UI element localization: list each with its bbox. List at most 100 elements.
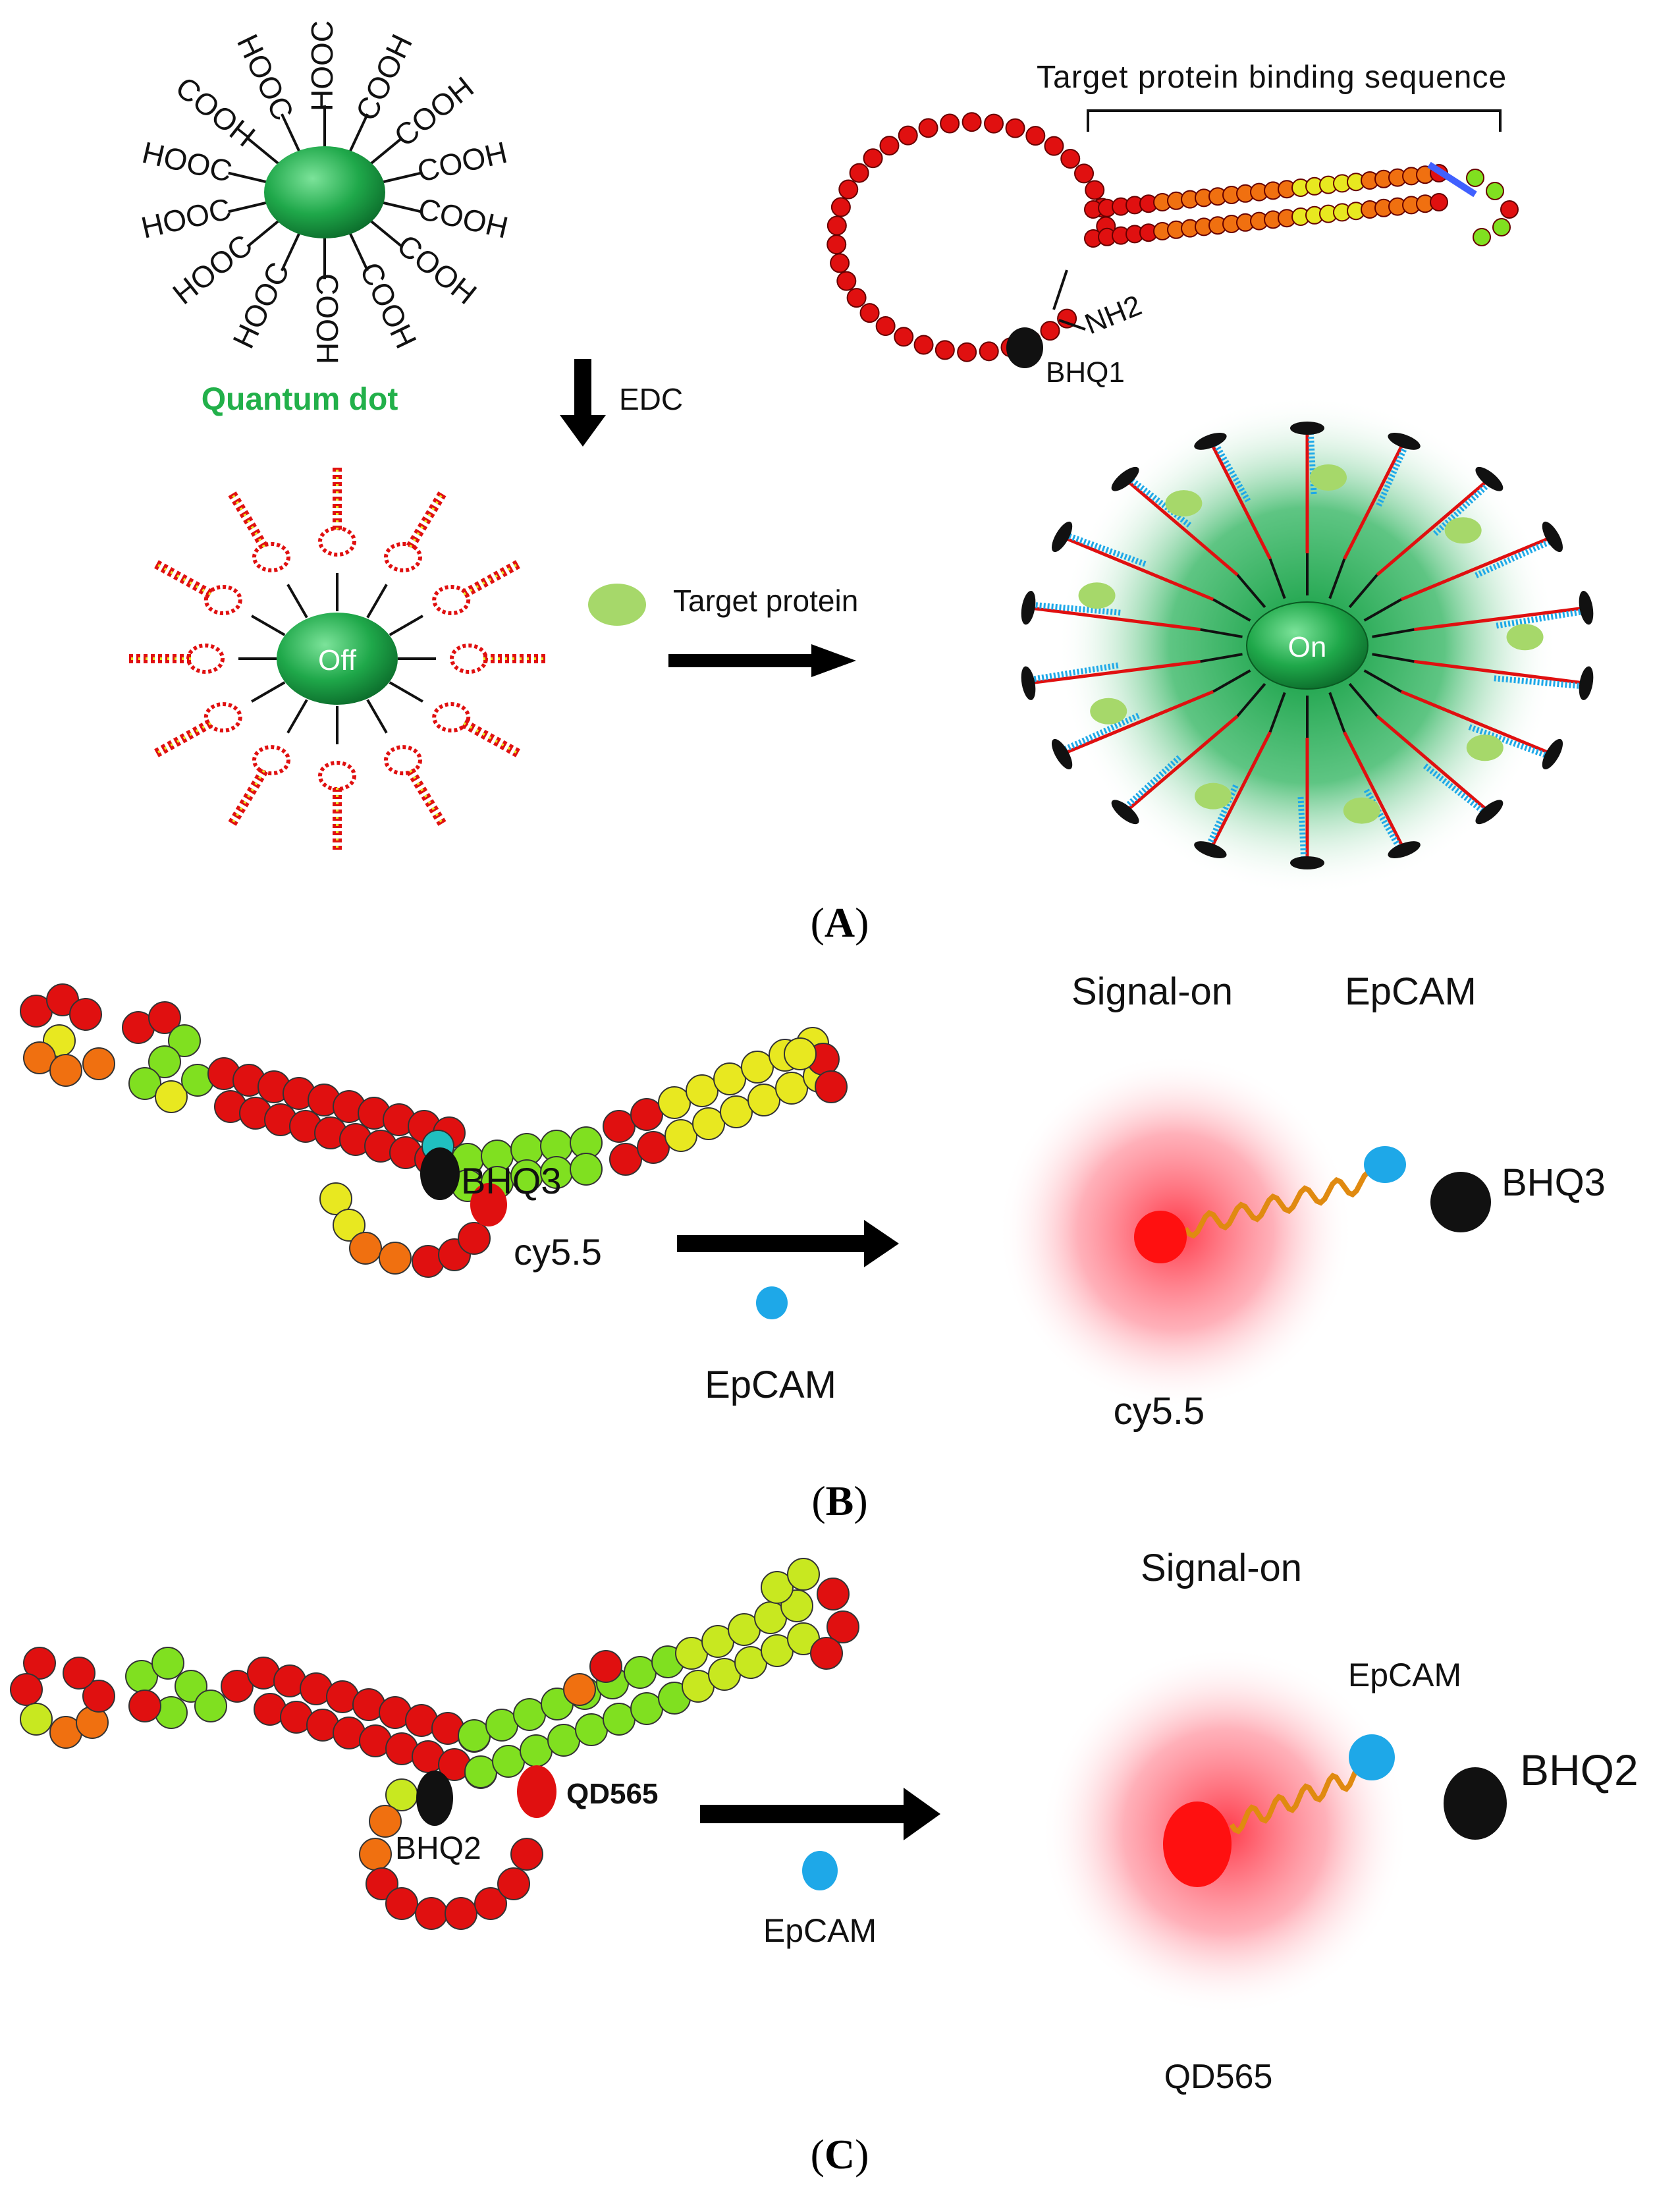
nucleotide-bead <box>830 197 851 217</box>
off-aptamer-pairs <box>409 492 444 548</box>
on-bond <box>1328 558 1346 599</box>
nucleotide-bead <box>826 1610 859 1643</box>
on-bond <box>1212 669 1251 693</box>
qd565-fluorophore-right <box>1163 1801 1232 1887</box>
on-bond <box>1268 692 1286 733</box>
off-aptamer-stem <box>228 768 268 827</box>
epcam-right-label-c: EpCAM <box>1348 1657 1461 1693</box>
nucleotide-bead <box>826 215 847 236</box>
nucleotide-bead <box>128 1067 161 1100</box>
carboxyl-bond <box>281 113 301 153</box>
on-aptamer-strand <box>1028 659 1201 685</box>
epcam-icon-c <box>802 1851 838 1890</box>
on-bond <box>1372 653 1415 663</box>
off-aptamer-pairs <box>409 769 444 825</box>
caption-c: (C) <box>811 2131 869 2178</box>
bound-target-protein <box>1506 624 1544 651</box>
off-aptamer-stem <box>406 768 447 827</box>
on-binding-sequence <box>1120 755 1181 812</box>
on-binding-sequence <box>1468 724 1552 760</box>
nucleotide-bead <box>935 340 955 360</box>
nucleotide-bead <box>458 1719 491 1752</box>
on-bond <box>1236 682 1266 717</box>
on-binding-sequence <box>1028 601 1121 616</box>
bhq3-quencher-right <box>1430 1172 1491 1232</box>
on-quencher-cap <box>1194 841 1227 859</box>
nucleotide-bead <box>630 1098 663 1131</box>
bound-target-protein <box>1165 490 1203 517</box>
linker-wave-b <box>1183 1169 1379 1239</box>
nucleotide-bead <box>637 1131 670 1164</box>
on-bond <box>1363 669 1402 693</box>
nucleotide-bead <box>547 1724 580 1757</box>
on-quencher-cap <box>1290 422 1324 435</box>
binding-sequence-bracket <box>1087 109 1502 132</box>
nucleotide-bead <box>962 112 982 132</box>
on-bond <box>1328 692 1346 733</box>
bhq2-label: BHQ2 <box>395 1831 481 1866</box>
caption-b: (B) <box>811 1477 867 1524</box>
nucleotide-bead <box>692 1107 725 1140</box>
on-binding-sequence <box>1125 474 1192 528</box>
qd565-fluorophore <box>517 1765 556 1818</box>
nucleotide-bead <box>1500 200 1519 219</box>
carboxyl-label: COOH <box>414 135 510 188</box>
bound-target-protein <box>1343 797 1380 824</box>
nucleotide-bead <box>474 1887 507 1920</box>
off-bond <box>366 699 388 734</box>
caption-a: (A) <box>811 899 869 946</box>
on-binding-sequence <box>1059 713 1140 754</box>
nucleotide-bead <box>333 1209 366 1242</box>
on-aptamer-strand <box>1343 440 1406 560</box>
bhq1-label: BHQ1 <box>1046 356 1125 389</box>
nucleotide-bead <box>957 342 977 362</box>
nucleotide-bead <box>464 1755 497 1788</box>
on-quencher-cap <box>1579 591 1594 625</box>
target-protein-arrow: Target protein <box>588 584 858 677</box>
nucleotide-bead <box>875 316 896 337</box>
on-quencher-cap <box>1290 856 1324 869</box>
nucleotide-bead <box>913 335 934 355</box>
nucleotide-bead <box>1074 163 1095 184</box>
nucleotide-bead <box>624 1656 657 1689</box>
bhq2-quencher <box>416 1771 453 1826</box>
nucleotide-bead <box>984 113 1004 134</box>
epcam-icon-b <box>756 1286 788 1319</box>
nucleotide-bead <box>10 1673 43 1706</box>
nucleotide-bead <box>570 1153 603 1186</box>
cy55-fluorophore-right <box>1134 1211 1187 1263</box>
nucleotide-bead <box>817 1578 850 1610</box>
nucleotide-bead <box>221 1670 254 1703</box>
on-quantum-dot <box>1246 601 1368 690</box>
on-quencher-cap <box>1388 841 1421 859</box>
nucleotide-bead <box>1473 228 1491 246</box>
epcam-bound-c <box>1349 1734 1395 1780</box>
nucleotide-bead <box>575 1713 608 1746</box>
nucleotide-bead <box>194 1690 227 1722</box>
carboxyl-bond <box>348 113 369 153</box>
nucleotide-bead <box>1486 182 1504 200</box>
on-binding-sequence <box>1433 479 1494 536</box>
on-quencher-cap <box>1475 466 1504 491</box>
on-aptamer-strand <box>1124 715 1239 813</box>
on-label: On <box>1288 631 1327 663</box>
rainbow-linker <box>1427 161 1477 198</box>
cy55-fluorophore <box>470 1183 507 1226</box>
panel-c: BHQ2 QD565 EpCAM Signal-on EpCAM BHQ2 QD… <box>10 1547 1639 2178</box>
on-aptamer-spokes <box>1021 422 1594 869</box>
off-aptamer-stem <box>461 719 522 759</box>
on-aptamer-strand <box>1414 606 1586 632</box>
bhq2-right-label: BHQ2 <box>1520 1746 1639 1794</box>
bhq3-quencher <box>420 1147 460 1200</box>
nucleotide-bead <box>155 1080 188 1113</box>
nucleotide-bead <box>379 1242 412 1275</box>
nucleotide-bead <box>787 1558 820 1591</box>
carboxyl-label: HOOC <box>305 20 339 111</box>
on-bond <box>1268 558 1286 599</box>
nucleotide-bead <box>898 125 918 146</box>
nucleotide-bead <box>720 1095 753 1128</box>
panel-b: BHQ3 cy5.5 EpCAM Signal-on EpCAM BHQ3 cy… <box>20 970 1606 1524</box>
nucleotide-bead <box>366 1867 398 1900</box>
on-aptamer-strand <box>1376 478 1491 576</box>
off-label: Off <box>318 644 357 676</box>
